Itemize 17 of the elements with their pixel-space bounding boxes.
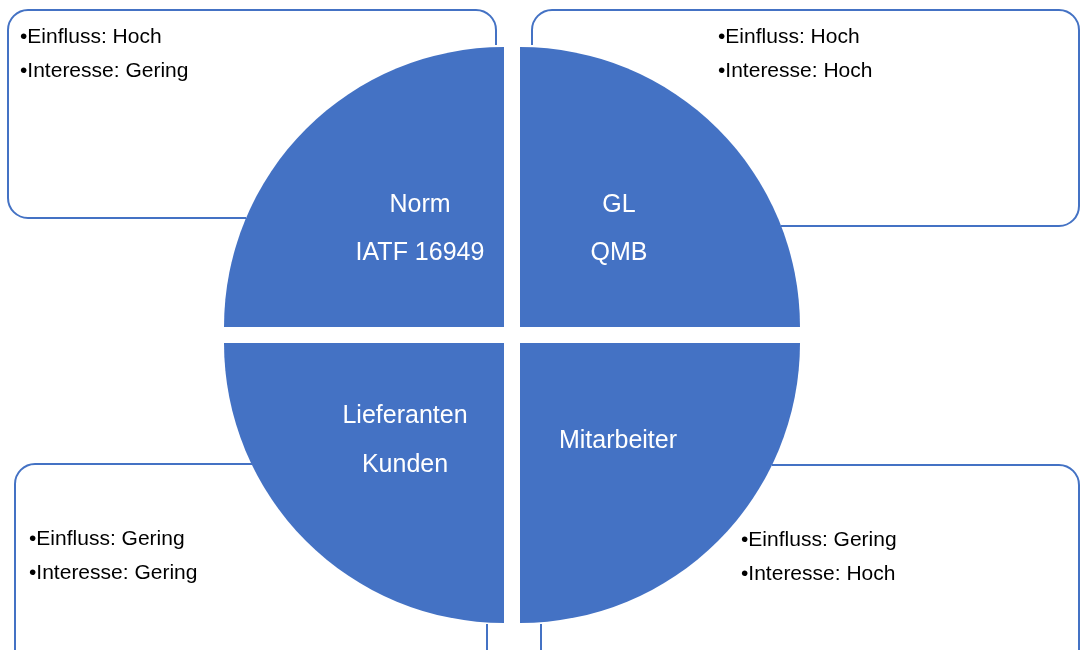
segment-label: IATF 16949 [355, 237, 485, 266]
bullet-text: •Einfluss: Gering [29, 526, 185, 550]
bullet-text: •Interesse: Gering [20, 58, 189, 82]
bullet-text: •Interesse: Hoch [741, 561, 896, 585]
bullet-text: •Einfluss: Hoch [20, 24, 162, 48]
quarter-circle-segment [224, 343, 504, 623]
segment-label: QMB [590, 237, 648, 266]
segment-label: Norm [389, 189, 451, 218]
bullet-text: •Einfluss: Gering [741, 527, 897, 551]
segment-label: GL [602, 189, 636, 218]
segment-label: Kunden [361, 449, 449, 478]
bullet-text: •Interesse: Gering [29, 560, 198, 584]
segment-label: Lieferanten [342, 400, 468, 429]
segment-label: Mitarbeiter [558, 425, 678, 454]
bullet-text: •Einfluss: Hoch [718, 24, 860, 48]
bullet-text: •Interesse: Hoch [718, 58, 873, 82]
quarter-circle-segment [224, 47, 504, 327]
